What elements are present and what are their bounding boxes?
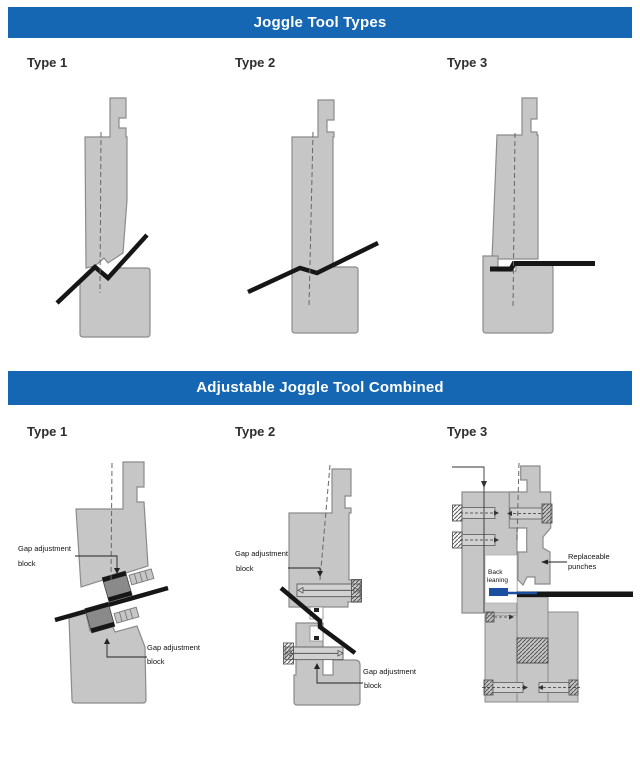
diagram-top-type1: [55, 97, 151, 338]
punch-with-replaceable-tip: [508, 465, 552, 587]
section-title-joggle-tool-types: Joggle Tool Types: [8, 7, 632, 38]
gap-adjustment-label-3-line2: block: [236, 564, 254, 573]
back-leaning-block: [489, 588, 508, 596]
upper-rack: [128, 568, 155, 586]
bottom-type3-label: Type 3: [447, 424, 488, 439]
upper-bolt-bar: [296, 579, 362, 603]
centerline: [516, 462, 520, 541]
adjuster-bolt: [485, 611, 514, 623]
punch-bolt: [507, 503, 553, 524]
upper-gap-adjustment-block: [101, 570, 133, 603]
arrow-left-icon: [541, 559, 548, 565]
gap-adjustment-label-2-line2: block: [147, 657, 165, 666]
centerline: [512, 132, 516, 309]
arrow-down-icon: [317, 571, 323, 577]
sheet-metal: [55, 233, 149, 305]
upper-gap-block-key: [314, 608, 319, 612]
replaceable-punches-label-line2: punches: [568, 562, 597, 571]
die-holder: [293, 622, 361, 706]
arrow-down-icon: [481, 481, 487, 488]
lower-gap-adjustment-block: [84, 601, 116, 634]
diagram-top-type2: [247, 99, 379, 334]
punch: [291, 99, 335, 274]
lower-bolt-bar: [283, 642, 344, 665]
bottom-left-bolt: [482, 679, 528, 696]
die: [79, 266, 151, 338]
lower-label-leader: [106, 643, 147, 658]
gap-adjustment-label-4-line1: Gap adjustment: [363, 667, 416, 676]
clamp-bolt-1: [452, 504, 499, 522]
arrow-up-icon: [104, 638, 110, 644]
die: [291, 266, 359, 334]
section-title-adjustable-joggle-tool: Adjustable Joggle Tool Combined: [8, 371, 632, 405]
replaceable-punches-label-line1: Replaceable: [568, 552, 610, 561]
sheet-metal: [490, 261, 595, 272]
gap-adjustment-label-3-line1: Gap adjustment: [235, 549, 288, 558]
centerline: [319, 464, 331, 581]
diagram-adjustable-type3: [452, 462, 633, 703]
lower-label-leader: [316, 668, 363, 684]
punch: [84, 97, 128, 269]
gap-adjustment-label-1-line2: block: [18, 559, 36, 568]
centerline: [308, 131, 314, 308]
upper-label-leader: [288, 567, 321, 572]
lower-gap-block: [309, 625, 324, 642]
upper-label-leader: [75, 555, 118, 569]
arrow-up-icon: [314, 663, 320, 669]
centerline: [99, 131, 102, 294]
top-type3-label: Type 3: [447, 55, 488, 70]
back-leaning-label-line2: leaning: [487, 577, 508, 584]
lower-gap-block-key: [314, 636, 319, 640]
bottom-type1-label: Type 1: [27, 424, 68, 439]
diagram-top-type3: [482, 97, 595, 334]
top-type1-label: Type 1: [27, 55, 68, 70]
back-leaning-label-line1: Back: [488, 569, 503, 576]
lower-rack: [113, 606, 140, 624]
sheet-metal: [247, 240, 379, 295]
punch-holder: [288, 468, 362, 608]
gap-adjustment-label-4-line2: block: [364, 681, 382, 690]
top-type2-label: Type 2: [235, 55, 276, 70]
bottom-type2-label: Type 2: [235, 424, 276, 439]
spacer-hatched-block: [516, 637, 549, 664]
gap-adjustment-label-2-line1: Gap adjustment: [147, 643, 200, 652]
gap-adjustment-label-1-line1: Gap adjustment: [18, 544, 71, 553]
punch: [491, 97, 539, 260]
clamp-bolt-2: [452, 531, 499, 549]
reference-leader: [452, 466, 485, 613]
diagram-adjustable-type2: [279, 464, 363, 706]
sheet-metal: [517, 591, 633, 597]
sheet-metal: [54, 585, 169, 623]
diagram-adjustable-type1: [54, 461, 169, 704]
arrow-down-icon: [114, 568, 120, 574]
centerline: [110, 462, 113, 581]
sheet-metal: [279, 586, 357, 655]
die-holder: [68, 612, 147, 704]
bottom-right-bolt: [538, 679, 580, 696]
